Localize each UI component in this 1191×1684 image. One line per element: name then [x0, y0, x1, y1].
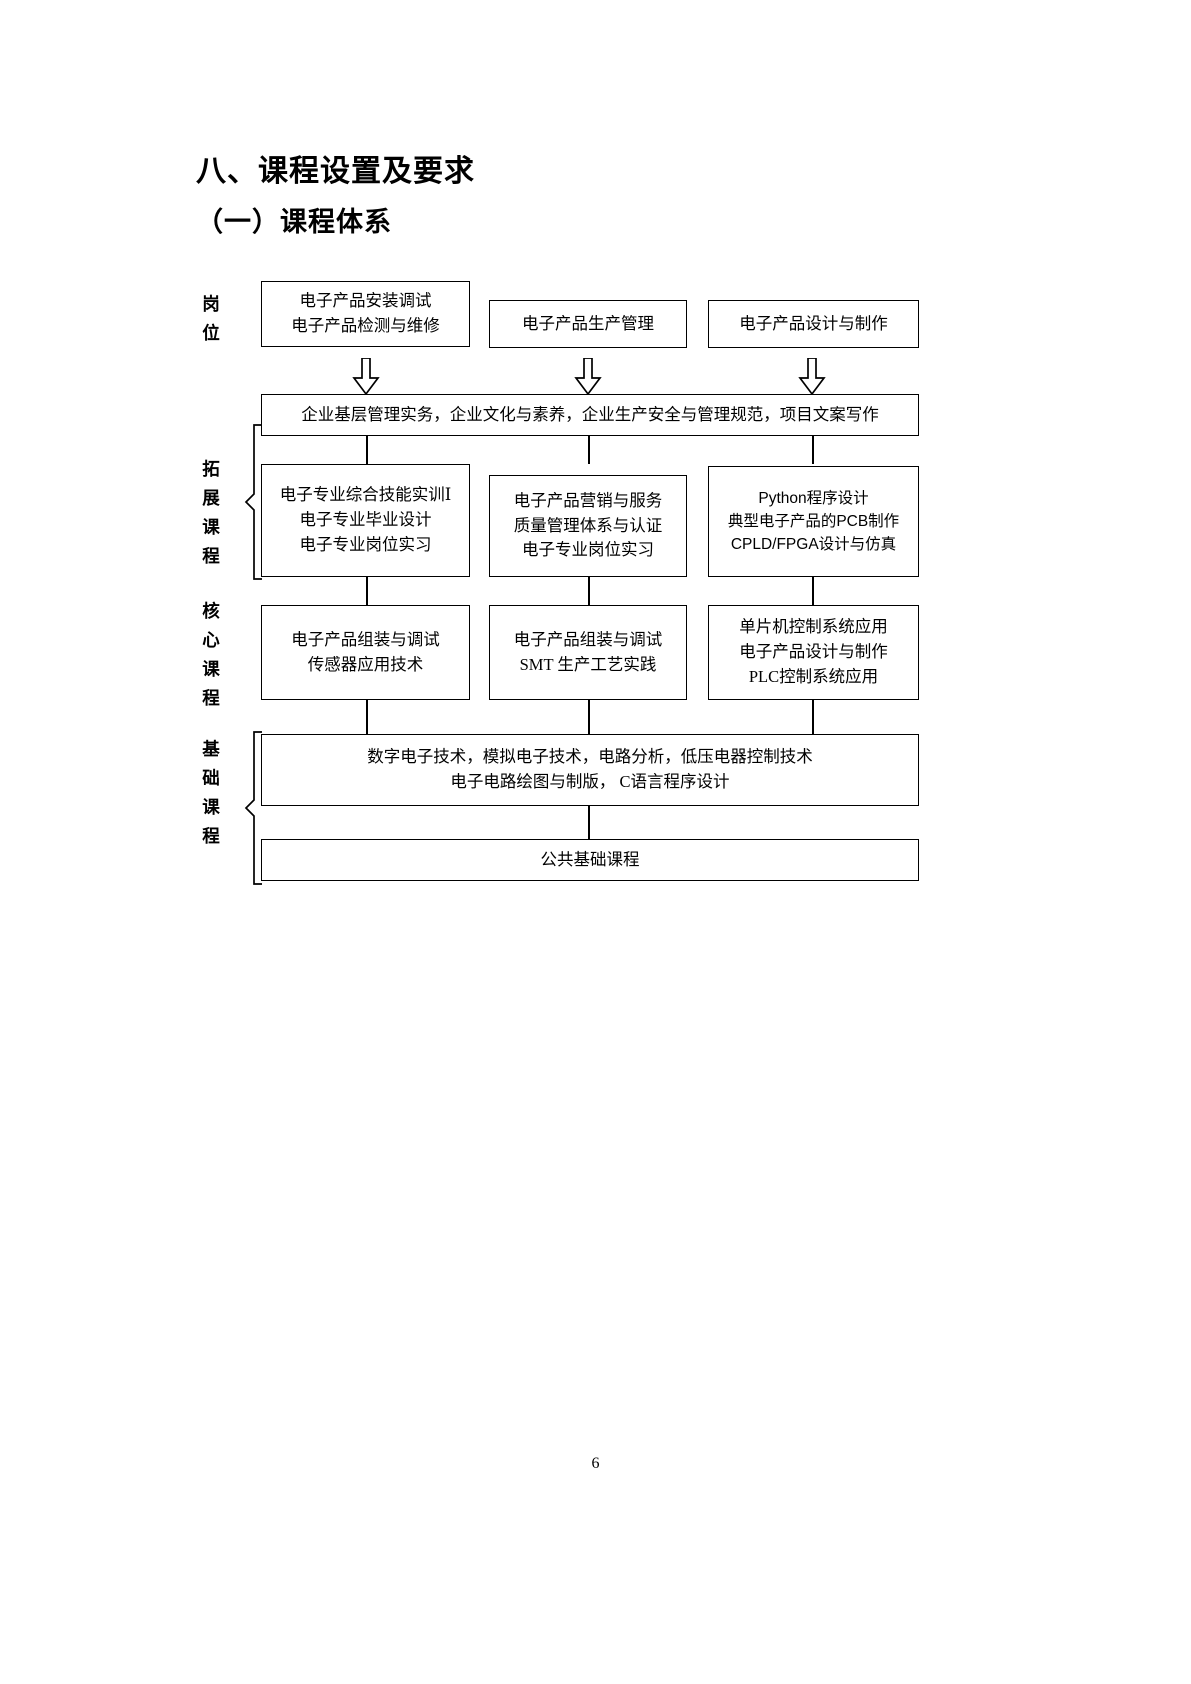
extension-box-2: 电子产品营销与服务 质量管理体系与认证 电子专业岗位实习	[489, 475, 687, 577]
position-box-3: 电子产品设计与制作	[708, 300, 919, 348]
stage-label-core: 核 心 课 程	[202, 601, 220, 708]
connector-ext-to-core-3	[812, 577, 814, 605]
stage-label-foundation: 基 础 课 程	[202, 739, 220, 846]
extension-box-3: Python程序设计 典型电子产品的PCB制作 CPLD/FPGA设计与仿真	[708, 466, 919, 577]
connector-foundation-to-public	[588, 806, 590, 839]
connector-general-to-ext-2	[588, 436, 590, 464]
core-box-2: 电子产品组装与调试 SMT 生产工艺实践	[489, 605, 687, 700]
core-box-1: 电子产品组装与调试 传感器应用技术	[261, 605, 470, 700]
extension-box-1: 电子专业综合技能实训Ⅰ 电子专业毕业设计 电子专业岗位实习	[261, 464, 470, 577]
down-arrow-icon-1	[352, 357, 380, 401]
down-arrow-icon-3	[798, 357, 826, 401]
general-course-bar: 企业基层管理实务，企业文化与素养，企业生产安全与管理规范，项目文案写作	[261, 394, 919, 436]
brace-foundation	[244, 731, 264, 890]
public-basic-course-bar: 公共基础课程	[261, 839, 919, 881]
connector-general-to-ext-1	[366, 436, 368, 464]
connector-core-to-foundation-3	[812, 700, 814, 734]
stage-label-extension: 拓 展 课 程	[202, 459, 220, 566]
connector-ext-to-core-1	[366, 577, 368, 605]
connector-core-to-foundation-1	[366, 700, 368, 734]
connector-ext-to-core-2	[588, 577, 590, 605]
position-box-1: 电子产品安装调试 电子产品检测与维修	[261, 281, 470, 347]
down-arrow-icon-2	[574, 357, 602, 401]
connector-core-to-foundation-2	[588, 700, 590, 734]
page-number: 6	[591, 1455, 600, 1472]
core-box-3: 单片机控制系统应用 电子产品设计与制作 PLC控制系统应用	[708, 605, 919, 700]
page-heading-main: 八、课程设置及要求	[196, 155, 475, 188]
stage-label-positions: 岗 位	[202, 294, 220, 343]
foundation-course-bar: 数字电子技术，模拟电子技术，电路分析，低压电器控制技术 电子电路绘图与制版， C…	[261, 734, 919, 806]
brace-extension	[244, 424, 264, 585]
page-heading-sub: （一）课程体系	[196, 207, 392, 237]
connector-general-to-ext-3	[812, 436, 814, 464]
position-box-2: 电子产品生产管理	[489, 300, 687, 348]
